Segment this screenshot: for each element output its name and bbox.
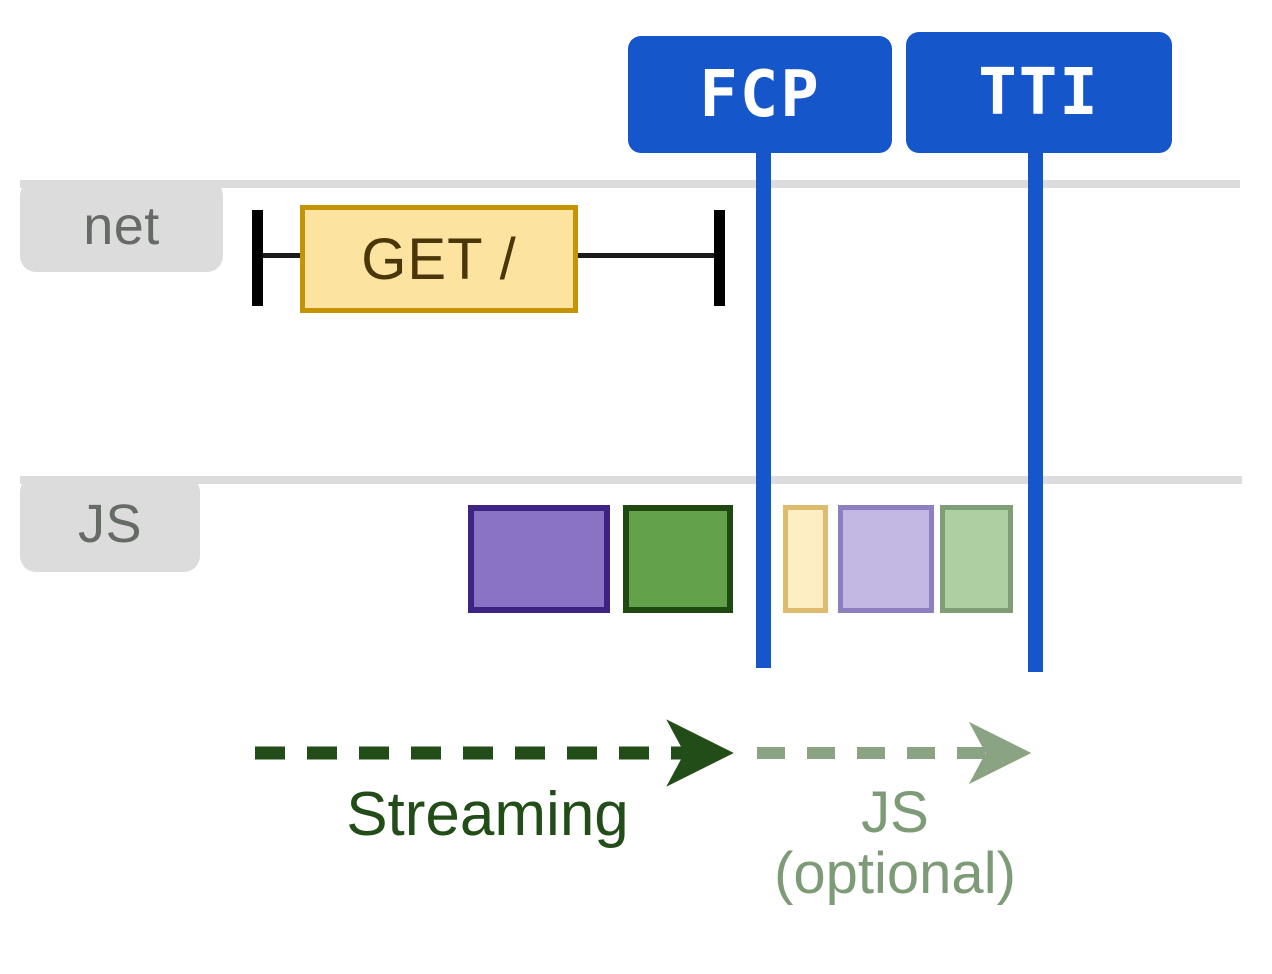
marker-badge-fcp-label: FCP: [699, 57, 821, 132]
lane-label-net: net: [20, 180, 223, 272]
js-block-optional-3[interactable]: [940, 505, 1013, 613]
marker-line-fcp: [756, 140, 771, 668]
lane-label-net-text: net: [83, 196, 160, 256]
js-block-render[interactable]: [623, 505, 733, 613]
request-bar-get-root[interactable]: GET /: [300, 205, 578, 313]
marker-badge-tti[interactable]: TTI: [906, 32, 1172, 153]
lane-rule-net: [20, 180, 1240, 188]
js-block-optional-2[interactable]: [838, 505, 934, 613]
phase-label-js-optional-line2: (optional): [774, 841, 1016, 907]
phase-label-streaming-text: Streaming: [346, 780, 629, 849]
marker-badge-tti-label: TTI: [978, 55, 1100, 130]
phase-label-streaming: Streaming: [230, 782, 745, 848]
request-end-cap: [714, 210, 725, 306]
request-wait-line-left: [258, 253, 308, 258]
js-block-optional-1[interactable]: [783, 505, 828, 613]
request-bar-label: GET /: [361, 226, 517, 292]
lane-label-js: JS: [20, 476, 200, 572]
phase-label-js-optional: JS (optional): [725, 782, 1065, 905]
request-start-cap: [252, 210, 263, 306]
lane-rule-js: [20, 476, 1242, 484]
js-block-parse[interactable]: [468, 505, 610, 613]
request-wait-line-right: [572, 253, 720, 258]
phase-label-js-optional-line1: JS: [861, 780, 929, 845]
marker-badge-fcp[interactable]: FCP: [628, 36, 892, 153]
marker-line-tti: [1028, 140, 1043, 672]
lane-label-js-text: JS: [77, 494, 143, 554]
